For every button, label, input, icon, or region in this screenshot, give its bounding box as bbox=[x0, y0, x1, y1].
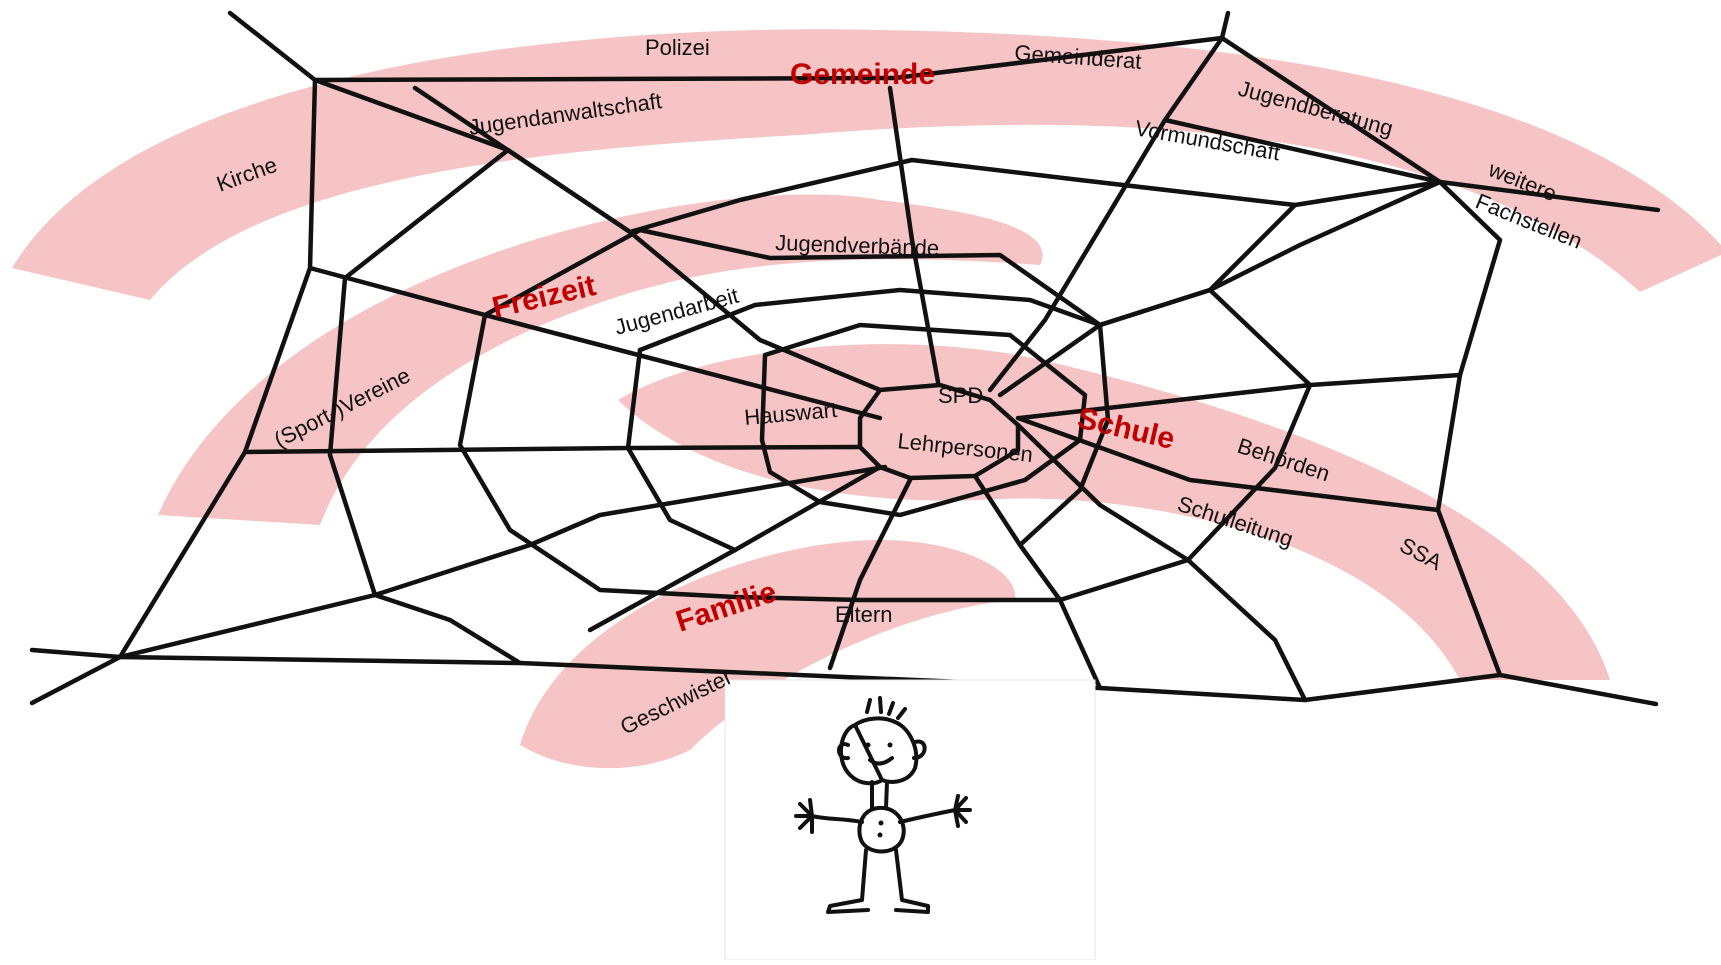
band-freizeit bbox=[158, 194, 1043, 525]
label-jugendverbaende: Jugendverbände bbox=[775, 230, 940, 261]
label-spd: SPD bbox=[938, 383, 983, 408]
band-familie bbox=[520, 540, 1016, 769]
band-schule bbox=[618, 344, 1610, 680]
label-eltern: Eltern bbox=[835, 602, 892, 627]
label-polizei: Polizei bbox=[645, 35, 710, 60]
spider-web bbox=[29, 10, 1661, 707]
category-gemeinde: Gemeinde bbox=[790, 58, 935, 91]
child-drawing bbox=[794, 696, 972, 914]
band-gemeinde bbox=[12, 29, 1721, 300]
